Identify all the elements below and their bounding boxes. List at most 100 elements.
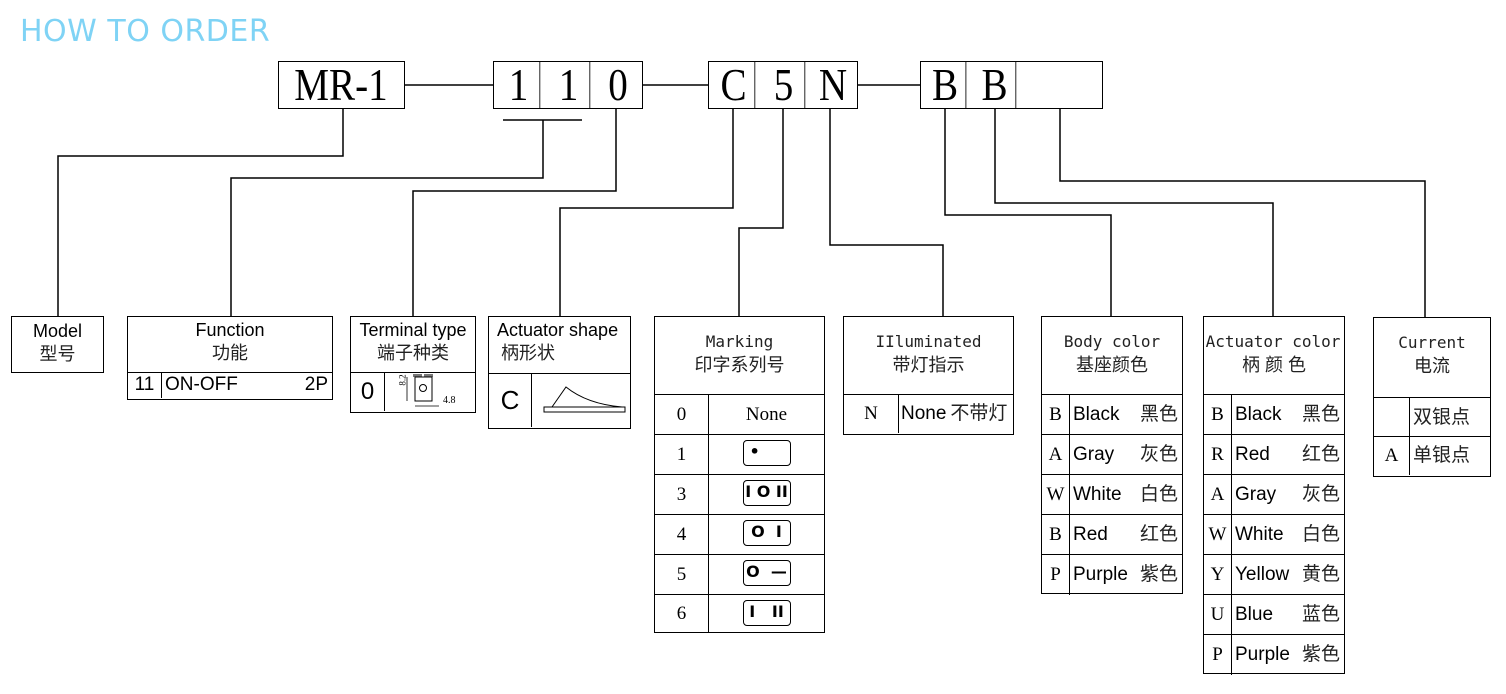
color-code: R [1204, 435, 1232, 474]
color-name-en: Black [1073, 404, 1120, 425]
color-code: P [1042, 555, 1070, 595]
function-label-en: Function [195, 320, 265, 340]
code-cell: 5 [763, 62, 806, 108]
code-group-function: 1 1 0 [493, 61, 643, 109]
actuator-shape-label-cn: 柄形状 [501, 343, 555, 363]
actuator-shape-label-en: Actuator shape [497, 320, 619, 340]
code-cell [1026, 62, 1095, 108]
color-name-en: Purple [1235, 644, 1290, 665]
i-o-ii-marking-icon: I O II [742, 480, 791, 506]
color-name-en: Red [1073, 524, 1108, 545]
function-label-cn: 功能 [212, 343, 248, 363]
marking-code: 4 [655, 515, 709, 554]
leader-body-color [944, 109, 1112, 316]
actuator-shape-box: Actuator shape 柄形状 C [488, 316, 631, 429]
color-code: Y [1204, 555, 1232, 594]
color-name-cn: 灰色 [1301, 484, 1340, 505]
color-code: B [1042, 395, 1070, 434]
function-pole: 2P [304, 374, 328, 395]
terminal-label-cn: 端子种类 [377, 343, 449, 363]
marking-label-cn: 印字系列号 [694, 355, 785, 375]
color-name-en: Black [1235, 404, 1282, 425]
i-ii-marking-icon: I II [742, 600, 791, 626]
color-name-cn: 白色 [1139, 484, 1178, 505]
color-code: P [1204, 635, 1232, 675]
body-color-label-en: Body color [1063, 332, 1161, 351]
code-cell: B [925, 62, 967, 108]
model-label-cn: 型号 [39, 344, 76, 364]
actuator-shape-code: C [489, 374, 532, 427]
illuminated-label-en: IIluminated [875, 332, 982, 351]
code-group-color: B B [920, 61, 1103, 109]
color-name-cn: 紫色 [1301, 644, 1340, 665]
marking-code: 0 [655, 395, 709, 434]
current-code [1374, 398, 1410, 436]
color-name-en: Yellow [1235, 564, 1290, 585]
color-name-en: Red [1235, 444, 1270, 465]
leader-model [57, 109, 344, 316]
current-option: 单银点 [1413, 445, 1471, 466]
code-cell: C [713, 62, 756, 108]
illuminated-option-en: None [901, 403, 947, 424]
terminal-box: Terminal type 端子种类 0 8.2 4.8 [350, 316, 476, 413]
marking-code: 6 [655, 595, 709, 633]
leader-actuator-color [994, 109, 1274, 316]
terminal-dim-height: 8.2 [397, 374, 408, 386]
o-dash-marking-icon: O — [742, 560, 791, 586]
code-group-model: MR-1 [278, 61, 405, 109]
color-code: A [1204, 475, 1232, 514]
o-i-marking-icon: O I [742, 520, 791, 546]
color-name-cn: 黑色 [1301, 404, 1340, 425]
marking-code: 1 [655, 435, 709, 474]
terminal-code: 0 [351, 373, 385, 411]
leader-function [230, 120, 544, 316]
color-name-en: Gray [1073, 444, 1115, 465]
current-box: Current 电流 双银点 A 单银点 [1373, 317, 1491, 477]
color-code: W [1204, 515, 1232, 554]
code-cell: N [818, 59, 848, 110]
color-code: B [1204, 395, 1232, 434]
illuminated-option-cn: 不带灯 [950, 403, 1008, 424]
function-code: 11 [128, 373, 162, 398]
terminal-drawing-icon: 8.2 4.8 [385, 373, 475, 411]
leader-marking [738, 109, 784, 316]
code-cell: B [974, 62, 1017, 108]
color-name-cn: 黄色 [1301, 564, 1340, 585]
actuator-color-label-en: Actuator color [1205, 332, 1341, 351]
color-name-en: Gray [1235, 484, 1277, 505]
marking-code: 3 [655, 475, 709, 514]
current-code: A [1374, 437, 1410, 475]
curved-actuator-icon [532, 374, 630, 427]
marking-none: None [745, 404, 788, 425]
color-name-en: Purple [1073, 564, 1128, 585]
current-option: 双银点 [1413, 407, 1471, 428]
color-name-cn: 红色 [1139, 524, 1178, 545]
code-cell: 1 [548, 62, 591, 108]
marking-box: Marking 印字系列号 0 None 1 • 3 I O II 4 O I … [654, 316, 825, 633]
illuminated-label-cn: 带灯指示 [892, 355, 965, 375]
page-title: HOW TO ORDER [20, 14, 271, 49]
leader-illuminated [829, 109, 944, 316]
color-name-cn: 蓝色 [1301, 604, 1340, 625]
marking-label-en: Marking [705, 332, 774, 351]
color-code: W [1042, 475, 1070, 514]
marking-code: 5 [655, 555, 709, 594]
leader-terminal [412, 109, 617, 316]
terminal-dim-width: 4.8 [443, 395, 456, 406]
actuator-color-label-cn: 柄 颜 色 [1241, 355, 1306, 375]
code-cell: 1 [498, 62, 541, 108]
